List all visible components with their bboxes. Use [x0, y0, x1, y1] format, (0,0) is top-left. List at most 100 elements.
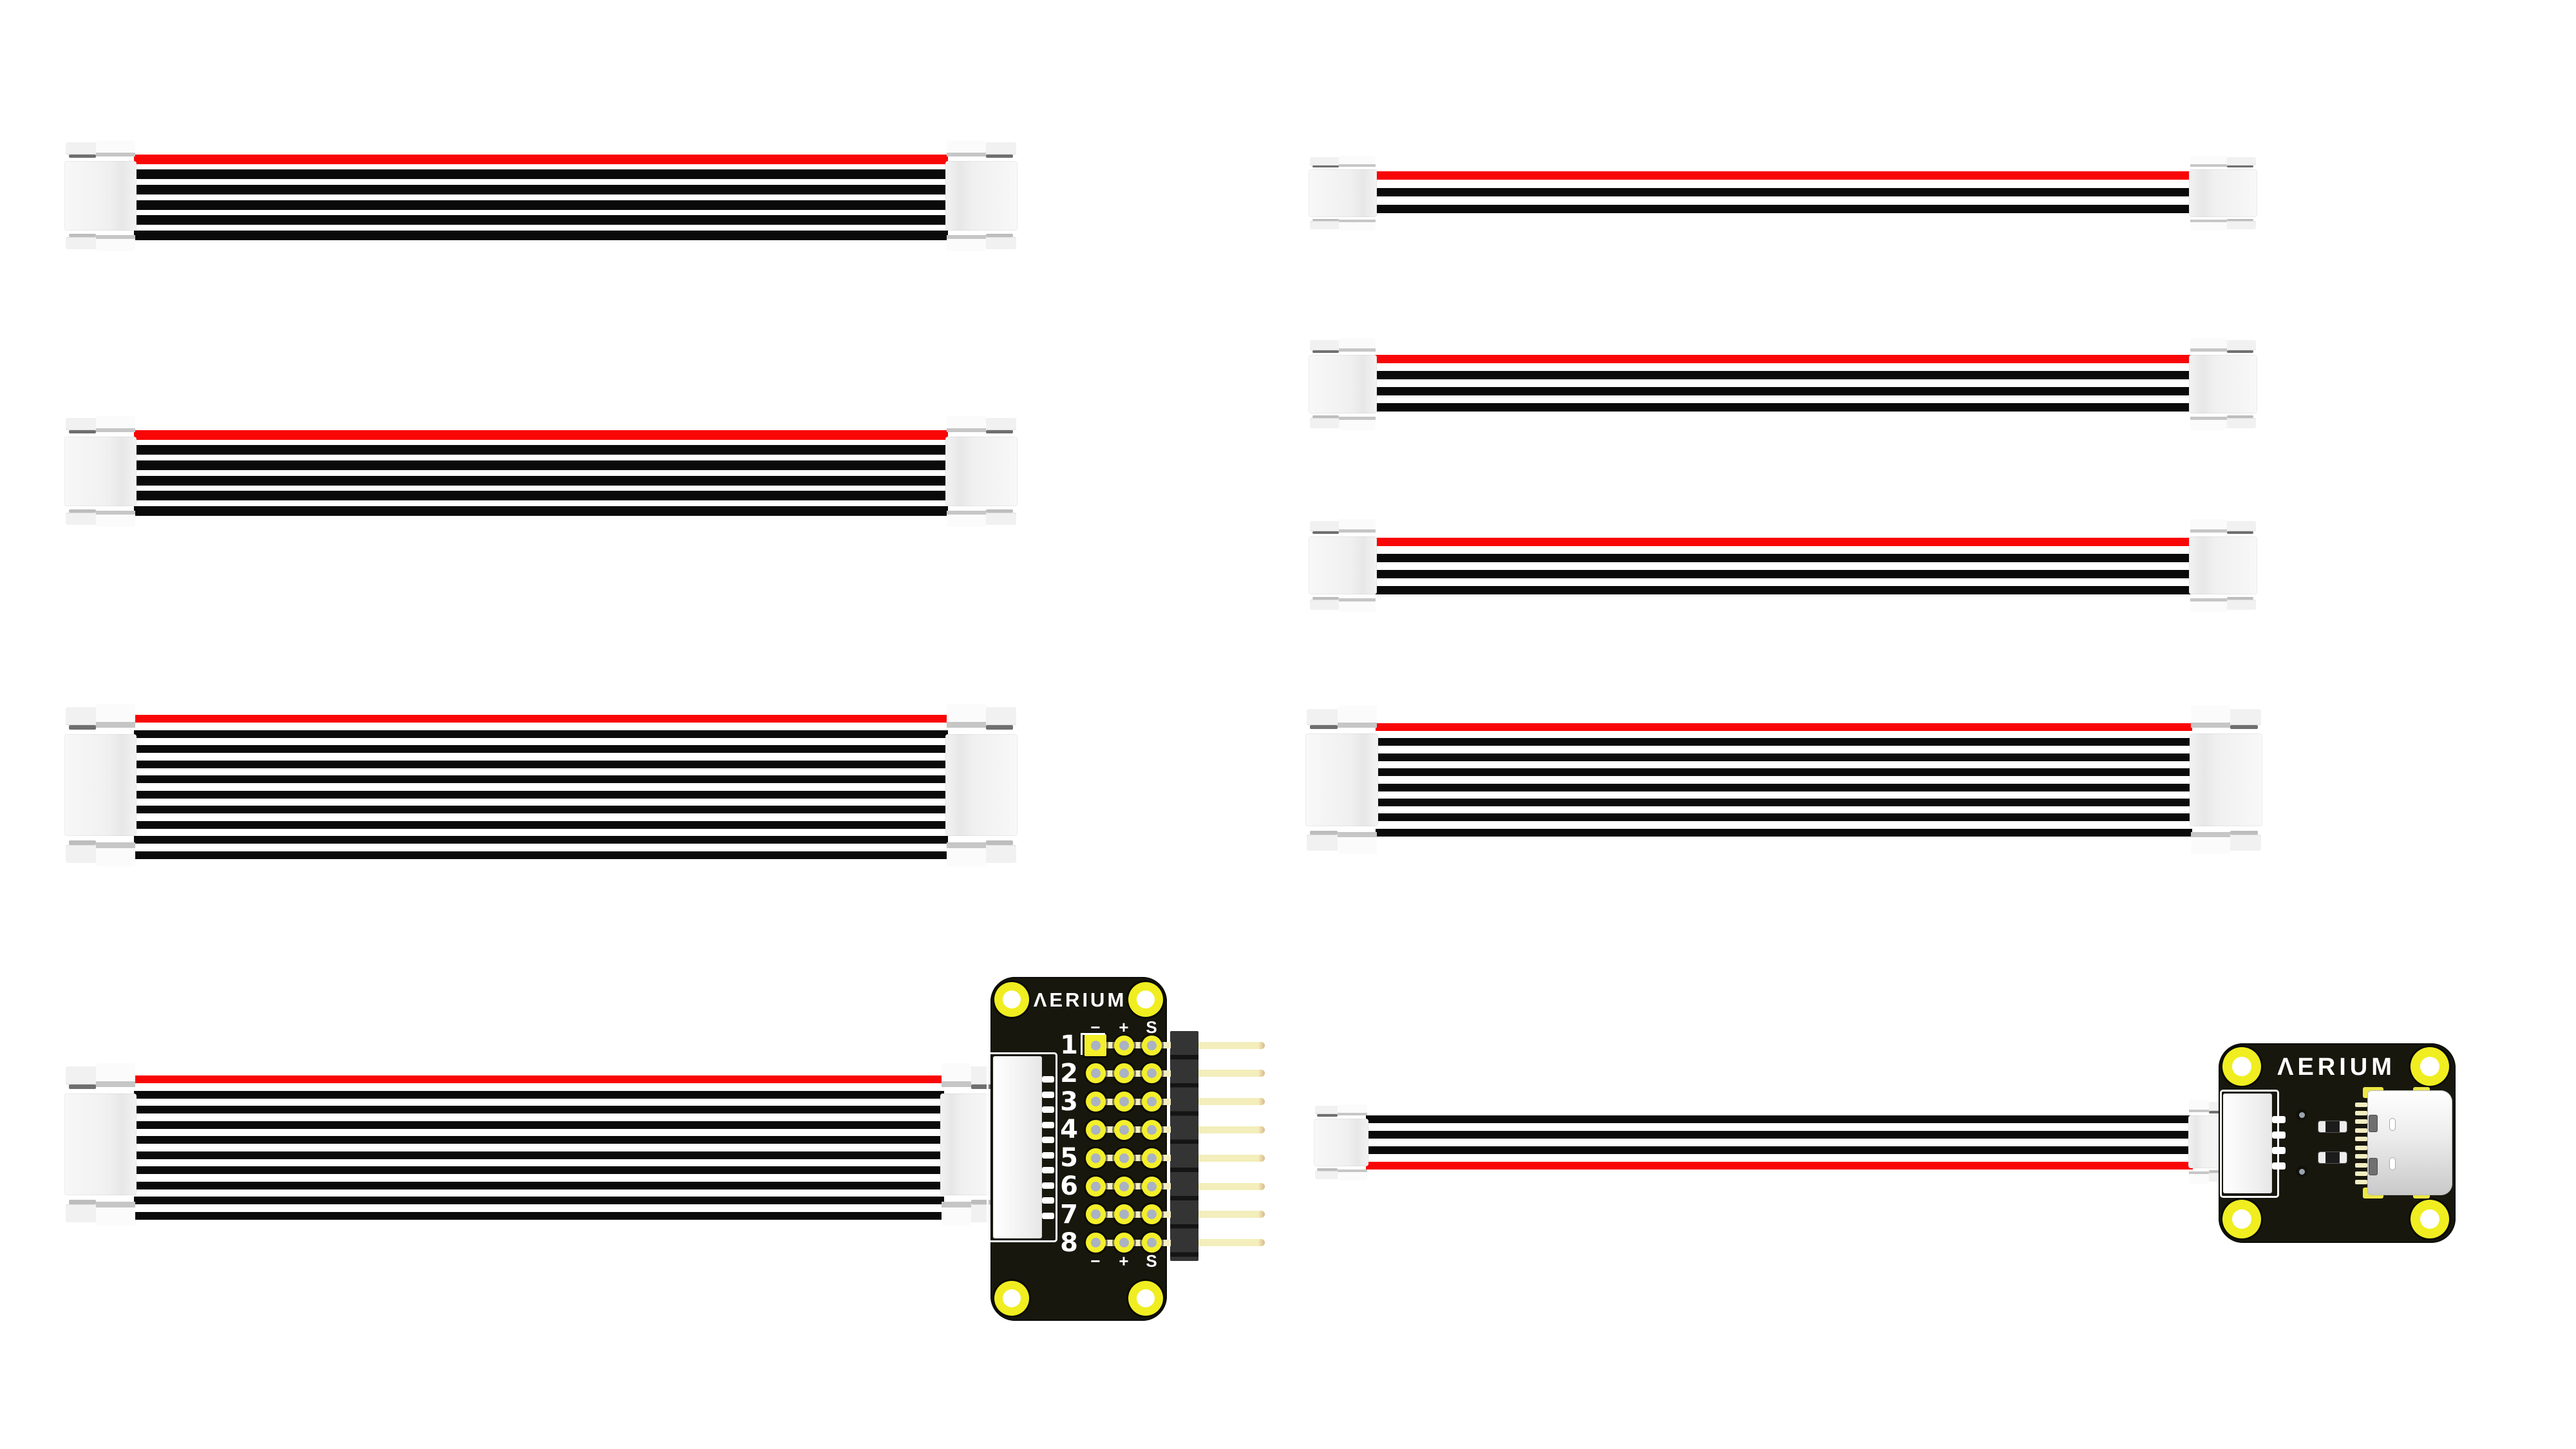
connector-slit: [1312, 531, 1339, 534]
wire-black: [1376, 768, 2192, 777]
solder-pad: [1141, 1204, 1162, 1225]
wire-black: [1374, 402, 2192, 412]
wire-black: [134, 491, 948, 501]
header-pin: [1198, 1126, 1265, 1133]
solder-pad: [1085, 1092, 1106, 1112]
connector-latch-line: [96, 1081, 135, 1088]
pad-core: [1146, 1124, 1157, 1135]
pin1-marker: [1081, 1033, 1105, 1055]
wire-black: [134, 851, 948, 859]
wire-black: [134, 1151, 944, 1159]
wire-red: [1374, 171, 2192, 180]
connector-cap: [1310, 157, 1340, 166]
wire-black: [1376, 813, 2192, 822]
pin1-square-pad: [1084, 1034, 1106, 1056]
jst-plug-left: [1305, 706, 1378, 854]
via-core: [2298, 1168, 2305, 1175]
socket-pin-slot: [1042, 1106, 1054, 1113]
wire-black: [134, 1166, 944, 1175]
usb-smd-pad: [2355, 1162, 2367, 1168]
jst-socket: [993, 1056, 1042, 1238]
usb-smd-pad: [2355, 1110, 2367, 1115]
solder-pad: [1085, 1119, 1106, 1140]
socket-pin-slot: [2272, 1131, 2286, 1139]
solder-pad: [1113, 1035, 1134, 1056]
connector-cap: [1338, 1169, 1368, 1180]
mounting-hole: [2410, 1047, 2449, 1086]
column-label: −: [1090, 1251, 1101, 1271]
connector-cap: [66, 1204, 98, 1222]
connector-body: [64, 160, 137, 231]
connector-latch-line: [1338, 1169, 1368, 1172]
pad-core: [1119, 1124, 1129, 1135]
connector-latch-line: [96, 1201, 135, 1208]
socket-pin-slot: [1042, 1212, 1054, 1219]
pad-core: [1090, 1068, 1101, 1079]
header-pin: [1198, 1182, 1265, 1190]
socket-pin-slot: [1042, 1182, 1054, 1189]
wire-black: [1374, 204, 2192, 213]
wire-black: [134, 445, 948, 455]
connector-slit: [1309, 724, 1338, 730]
pad-core: [1146, 1238, 1157, 1248]
usb-smd-pad: [2355, 1102, 2367, 1107]
mounting-hole: [1128, 1281, 1163, 1316]
solder-pad: [1141, 1092, 1162, 1112]
jst-plug-left: [1309, 519, 1377, 612]
pin-header: [1170, 1031, 1198, 1261]
mounting-hole-bore: [2232, 1209, 2251, 1229]
wire-black: [134, 1136, 944, 1144]
smd-resistor: [2318, 1151, 2347, 1163]
solder-pad: [1113, 1176, 1134, 1197]
connector-cap: [66, 142, 98, 155]
wire-black: [134, 200, 948, 210]
pad-core: [1146, 1209, 1157, 1220]
jst-plug-left: [1309, 156, 1377, 231]
wire-red: [1366, 1162, 2193, 1170]
mounting-hole-bore: [1003, 990, 1021, 1009]
solder-pad: [1113, 1204, 1134, 1225]
connector-body: [64, 436, 137, 507]
wire-black: [134, 1211, 944, 1220]
usb-shell-slot: [2389, 1157, 2396, 1170]
socket-pin-slot: [1042, 1151, 1054, 1159]
header-pin: [1198, 1211, 1265, 1218]
solder-pad: [1085, 1176, 1106, 1197]
socket-pin-slot: [1042, 1076, 1054, 1083]
connector-slit: [1312, 415, 1339, 419]
mounting-hole-bore: [1003, 1289, 1021, 1307]
wire-black: [1374, 585, 2192, 594]
pin-number-label: 2: [1060, 1058, 1078, 1088]
mounting-hole: [2222, 1047, 2261, 1086]
connector-latch-line: [1337, 722, 1377, 728]
pad-core: [1090, 1040, 1101, 1050]
usb-shell-slot: [2389, 1118, 2396, 1131]
column-label: +: [1119, 1251, 1129, 1271]
column-label: +: [1119, 1018, 1129, 1037]
mounting-hole-bore: [2420, 1209, 2439, 1229]
connector-cap: [1338, 519, 1376, 533]
pad-core: [1146, 1097, 1157, 1107]
mounting-hole-bore: [2232, 1057, 2251, 1076]
connector-latch-line: [96, 428, 135, 433]
solder-pad: [1141, 1119, 1162, 1140]
connector-slit: [1312, 166, 1339, 168]
usb-smd-pad: [2355, 1128, 2367, 1133]
header-pin: [1198, 1239, 1265, 1247]
connector-slit: [68, 1084, 97, 1089]
socket-pin-slot: [1042, 1137, 1054, 1144]
usb-c-adapter-board: ΛERIUM: [2219, 1043, 2456, 1243]
socket-pin-slot: [1042, 1121, 1054, 1128]
connector-slit: [1312, 597, 1339, 600]
pin-number-label: 1: [1060, 1030, 1078, 1060]
wire-black: [134, 806, 948, 814]
connector-latch-line: [1338, 416, 1376, 420]
pad-core: [1090, 1153, 1101, 1163]
pad-core: [1119, 1153, 1129, 1163]
connector-body: [1309, 169, 1377, 217]
pad-core: [1119, 1181, 1129, 1191]
